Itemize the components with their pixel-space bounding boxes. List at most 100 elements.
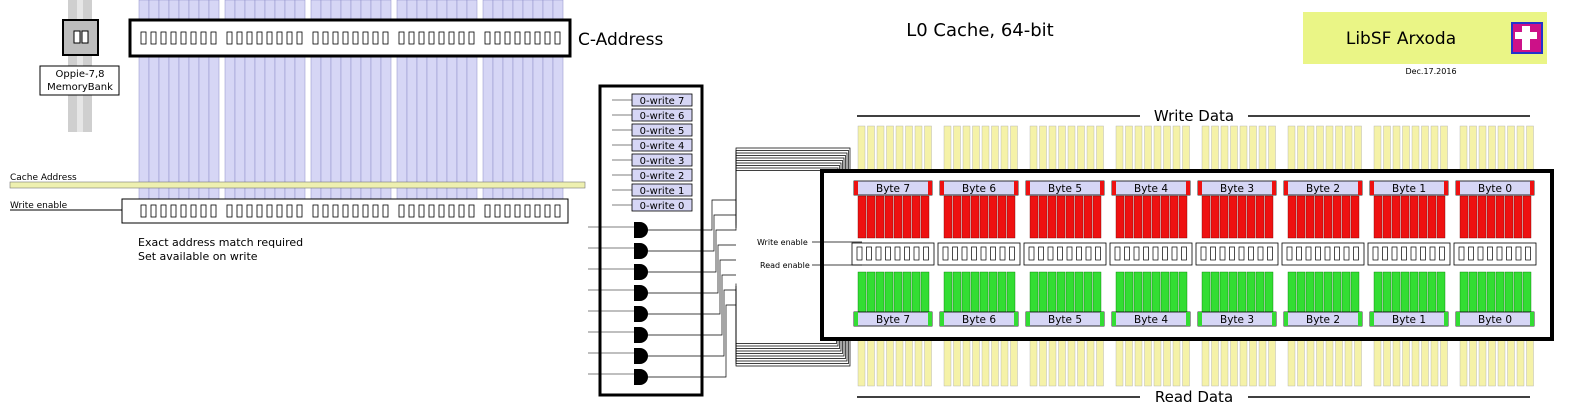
- c-address-bit: [408, 31, 415, 45]
- write-register-bit: [1264, 195, 1274, 239]
- write-register-bit: [1436, 195, 1446, 239]
- write-register-bit: [1305, 195, 1315, 239]
- read-register-bit: [997, 271, 1007, 313]
- read-register-bit: [961, 271, 971, 313]
- read-register-bit: [866, 271, 876, 313]
- select-wire: [700, 244, 736, 294]
- write-enable-bit: [170, 204, 177, 218]
- read-byte-label: Byte 4: [1134, 314, 1168, 326]
- write-data-line: [1392, 125, 1401, 175]
- mux-bit: [1085, 246, 1092, 261]
- write-data-line: [1344, 125, 1353, 175]
- read-data-line: [1258, 337, 1267, 387]
- cache-address-bus: Cache Address: [9, 173, 586, 189]
- read-register-bit: [1169, 271, 1179, 313]
- read-data-line: [1230, 337, 1238, 387]
- write-data-line: [1115, 125, 1124, 175]
- write-register-bit: [1151, 195, 1161, 239]
- write-selector-label: 0-write 3: [640, 156, 685, 167]
- read-data-line: [1507, 337, 1515, 387]
- select-wire: [700, 274, 736, 336]
- mux-bit: [1238, 246, 1245, 261]
- read-data-line: [1115, 337, 1124, 387]
- read-data-line: [1182, 337, 1190, 387]
- write-enable-bit: [382, 204, 389, 218]
- read-register-bit: [1305, 271, 1315, 313]
- mux-bit: [952, 246, 958, 261]
- write-register-bit: [893, 195, 903, 239]
- write-data-line: [876, 125, 885, 175]
- read-register-bit: [1264, 271, 1274, 313]
- write-register-bit: [1391, 195, 1401, 239]
- mux-bit: [999, 246, 1006, 261]
- c-address-register: C-Address: [128, 18, 663, 58]
- mux-bit: [942, 246, 949, 261]
- write-data-line: [1306, 125, 1315, 175]
- read-data-line: [1526, 337, 1534, 387]
- write-register-bit: [920, 195, 930, 239]
- write-enable-bit: [342, 204, 349, 218]
- write-data-line: [1239, 125, 1248, 175]
- read-register-bit: [1391, 271, 1401, 313]
- mux-bit: [1114, 246, 1121, 261]
- brand-date: Dec.17.2016: [1405, 67, 1456, 76]
- write-selector-panel: 0-write 70-write 60-write 50-write 40-wr…: [588, 84, 704, 397]
- read-register-bit: [1237, 271, 1247, 313]
- read-register-bit: [902, 271, 912, 313]
- write-enable-bit: [210, 204, 217, 218]
- c-address-bit: [266, 31, 273, 45]
- read-register-bit: [1142, 271, 1152, 313]
- write-enable-bit: [372, 204, 379, 218]
- read-register-bit: [1160, 271, 1170, 313]
- read-register-bit: [1092, 271, 1102, 313]
- read-register-bit: [988, 271, 998, 313]
- write-byte-label: Byte 0: [1478, 183, 1512, 195]
- write-register-bit: [1083, 195, 1093, 239]
- mux-bit: [1124, 246, 1130, 261]
- write-enable-bit: [534, 204, 541, 218]
- write-register-bit: [1210, 195, 1220, 239]
- mux-bit: [1296, 246, 1302, 261]
- and-gate: [634, 264, 648, 280]
- read-byte-marker: [1284, 312, 1288, 326]
- write-byte-marker: [1272, 181, 1276, 195]
- read-register-bit: [1495, 271, 1505, 313]
- write-data-line: [1440, 125, 1448, 175]
- read-register-bit: [1341, 271, 1351, 313]
- read-byte-marker: [1530, 312, 1534, 326]
- read-register-bit: [1504, 271, 1514, 313]
- write-data-line: [1488, 125, 1496, 175]
- memory-bank-label-2: MemoryBank: [47, 82, 113, 93]
- mux-row: [1195, 242, 1279, 266]
- c-address-bit: [322, 31, 329, 45]
- read-byte-marker: [1358, 312, 1362, 326]
- mux-bit: [1372, 246, 1379, 261]
- read-data-line: [1430, 337, 1439, 387]
- write-data-line: [1459, 125, 1468, 175]
- read-register-bit: [920, 271, 930, 313]
- note-set-available: Set available on write: [138, 250, 258, 263]
- write-register-bit: [952, 195, 962, 239]
- c-address-bit: [418, 31, 425, 45]
- write-data-line: [1516, 125, 1525, 175]
- mux-bit: [1382, 246, 1388, 261]
- mux-bit: [1401, 246, 1407, 261]
- select-wire: [700, 229, 736, 273]
- write-data-line: [1373, 125, 1382, 175]
- write-data-line: [1125, 125, 1133, 175]
- write-register-bit: [1142, 195, 1152, 239]
- read-data-line: [1325, 337, 1334, 387]
- write-byte-label: Byte 5: [1048, 183, 1082, 195]
- read-data-line: [1086, 337, 1095, 387]
- mux-bit: [1133, 246, 1140, 261]
- write-byte-marker: [1444, 181, 1448, 195]
- read-register-bit: [1418, 271, 1428, 313]
- read-data-line: [1000, 337, 1009, 387]
- c-address-bit: [332, 31, 339, 45]
- read-data-line: [1335, 337, 1343, 387]
- write-register-bit: [1468, 195, 1478, 239]
- write-enable-bit: [332, 204, 339, 218]
- c-address-bit: [514, 31, 521, 45]
- read-register-bit: [1219, 271, 1229, 313]
